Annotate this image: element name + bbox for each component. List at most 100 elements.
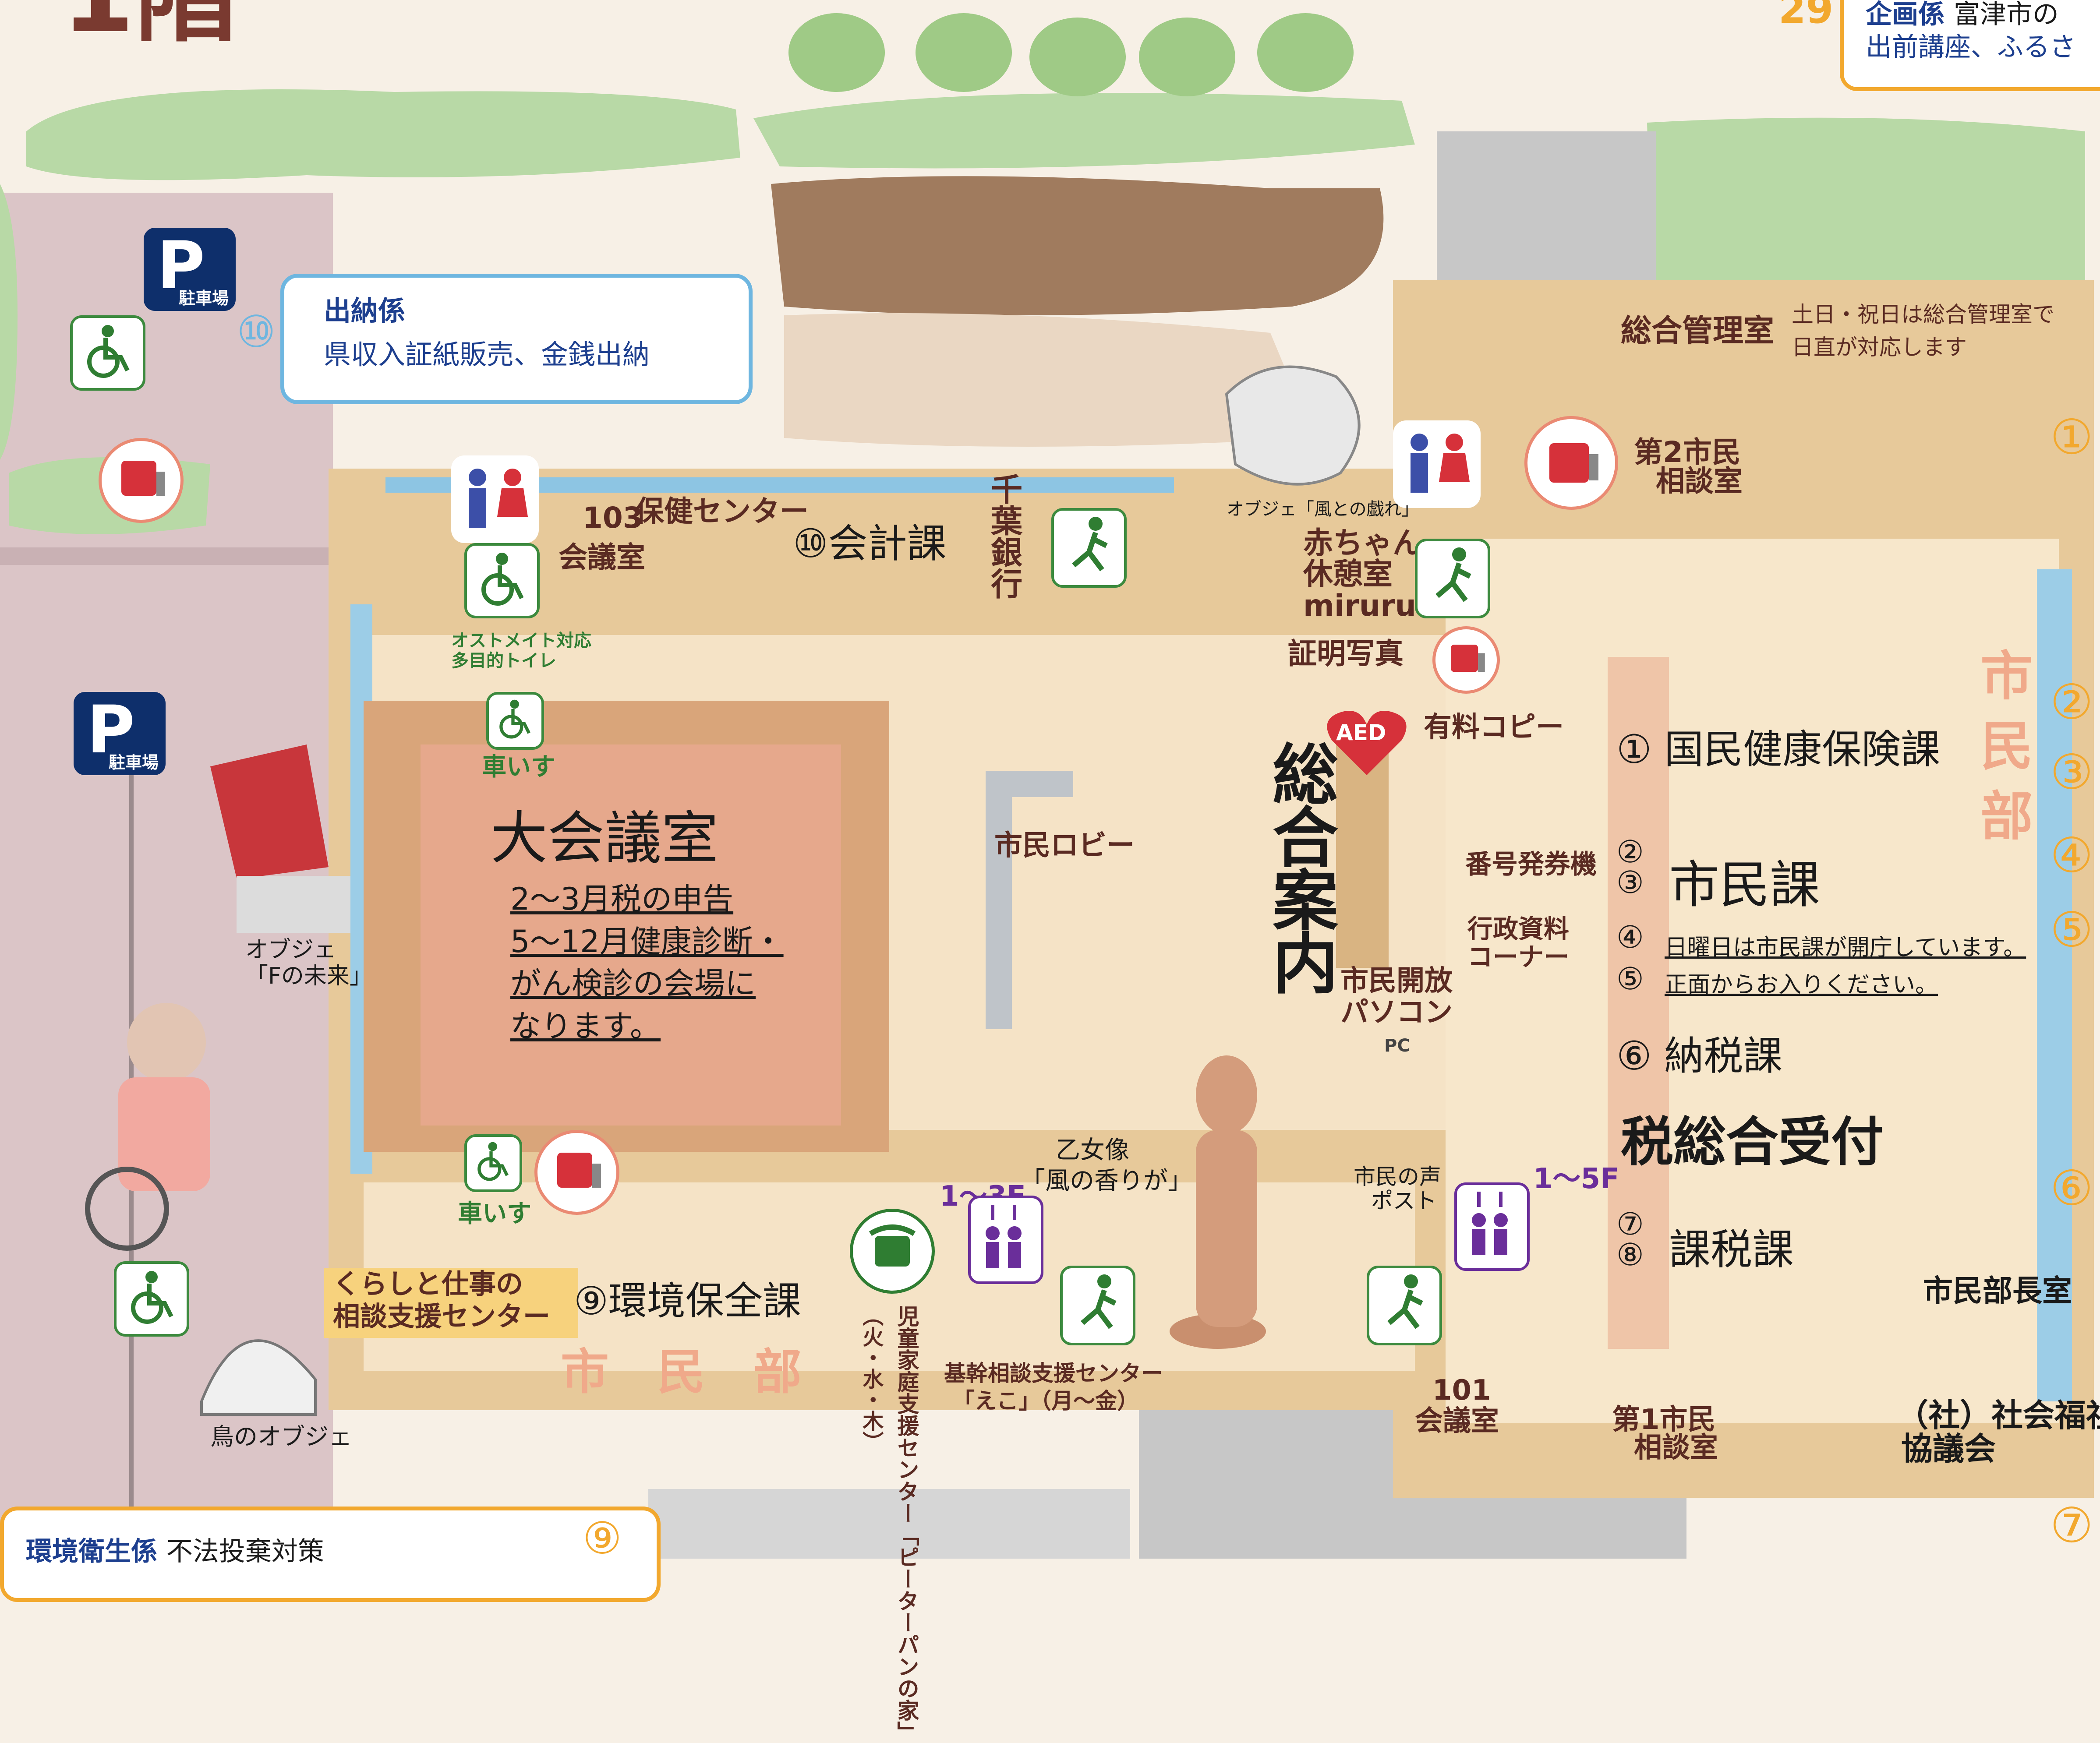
edge-number-3: ③ <box>2050 744 2093 800</box>
restroom-icon <box>1393 420 1481 508</box>
admin-docs-corner: 行政資料コーナー <box>1467 914 1570 972</box>
wheelchair-icon <box>464 543 540 618</box>
emergency-exit-icon <box>1367 1266 1442 1345</box>
section-2-3-citizen: 市民課 <box>1669 856 1821 914</box>
emergency-exit-icon <box>1060 1266 1135 1345</box>
paid-copy: 有料コピー <box>1424 711 1564 744</box>
stamp-vending-icon <box>1432 626 1500 694</box>
floor-heading: 1階 <box>61 0 240 55</box>
wheelchair-icon <box>114 1261 189 1337</box>
health-center: 保健センター <box>635 494 809 528</box>
emergency-exit-icon <box>1051 508 1127 588</box>
restroom-icon <box>451 455 539 543</box>
tax-reception: 税総合受付 <box>1621 1112 1884 1173</box>
dept-head-room: 市民部長室 <box>1923 1274 2072 1309</box>
planning-number: 29 <box>1778 0 1834 32</box>
edge-number-2: ② <box>2050 674 2093 730</box>
env-number: ⑨ <box>583 1513 622 1564</box>
general-mgmt-room: 総合管理室 <box>1621 313 1774 349</box>
phone-icon <box>850 1209 935 1294</box>
chiba-bank: 千葉銀行 <box>985 473 1022 599</box>
objet-bird-label: 鳥のオブジェ <box>210 1423 352 1450</box>
section-1-health-insurance: ① 国民健康保険課 <box>1616 727 1941 773</box>
statue-name: 「風の香りが」 <box>1021 1167 1192 1195</box>
cashier-info-box: 出納係 県収入証紙販売、金銭出納 <box>280 274 753 404</box>
emergency-exit-icon <box>1415 539 1490 618</box>
section-4-number: ④ <box>1616 919 1644 955</box>
cashier-number: ⑩ <box>237 306 276 357</box>
citizen-lobby: 市民ロビー <box>994 829 1135 862</box>
parking-sign-left: P 駐車場 <box>74 692 166 775</box>
cashier-body: 県収入証紙販売、金銭出納 <box>324 339 650 370</box>
conf-103-label: 会議室 <box>559 540 645 574</box>
general-mgmt-note-2: 日直が対応します <box>1792 335 1967 360</box>
cashier-title: 出納係 <box>324 295 406 327</box>
elevator-left-floors: 1〜3F <box>940 1182 1026 1210</box>
stamp-vending-icon <box>534 1130 619 1215</box>
social-welfare-council: （社）社会福祉協議会 <box>1897 1397 2100 1467</box>
edge-number-5: ⑤ <box>2050 902 2093 958</box>
elevator-icon <box>1454 1182 1530 1271</box>
conf-103-number: 103 <box>583 501 643 535</box>
edge-number-4: ④ <box>2050 827 2093 883</box>
parking-label: 駐車場 <box>109 753 159 772</box>
accounting-section: ⑩会計課 <box>793 521 947 567</box>
aed-icon <box>1323 701 1411 780</box>
planning-info-box: 企画係 富津市の 出前講座、ふるさ <box>1840 0 2100 91</box>
ticket-machine: 番号発券機 <box>1465 849 1597 880</box>
edge-number-6: ⑥ <box>2050 1160 2093 1216</box>
child-center-days: （火・水・木） <box>859 1305 884 1452</box>
stamp-vending-icon <box>1524 416 1618 510</box>
elevator-icon <box>968 1196 1043 1284</box>
env-info-box: 環境衛生係 不法投棄対策 <box>0 1507 661 1602</box>
info-desk: 総合案内 <box>1261 740 1338 992</box>
life-work-center: くらしと仕事の相談支援センター <box>333 1268 551 1333</box>
objet-wind-label: オブジェ「風との戯れ」 <box>1227 499 1419 519</box>
statue-label: 乙女像 <box>1056 1136 1129 1164</box>
map-background <box>0 13 2094 1559</box>
parking-mark: P <box>87 692 135 768</box>
section-7-8-taxation: 課税課 <box>1669 1226 1794 1274</box>
citizen-dept-side: 市民部 <box>1971 648 2032 858</box>
child-center: 児童家庭支援センター「ピーターパンの家」 <box>894 1305 919 1743</box>
parking-label: 駐車場 <box>179 289 229 308</box>
edge-number-7: ⑦ <box>2050 1497 2093 1553</box>
voice-post: 市民の声ポスト <box>1354 1164 1441 1214</box>
big-hall: 大会議室 <box>491 805 719 872</box>
planning-body: 出前講座、ふるさ <box>1866 32 2076 63</box>
consult-room-2: 第2市民相談室 <box>1634 435 1743 498</box>
wheelchair-icon <box>70 315 145 391</box>
ostomate-label: オストメイト対応多目的トイレ <box>451 631 591 671</box>
edge-number-1: ① <box>2050 409 2093 465</box>
stamp-vending-icon <box>99 438 184 523</box>
open-pc: 市民開放パソコン <box>1340 965 1453 1029</box>
wheelchair-icon <box>486 692 544 750</box>
env-box-text: 環境衛生係 不法投棄対策 <box>26 1536 324 1567</box>
wheelchair-label-bottom: 車いす <box>458 1200 531 1228</box>
section-6-tax-collection: ⑥ 納税課 <box>1616 1033 1783 1079</box>
env-section: ⑨環境保全課 <box>574 1278 801 1323</box>
aed-label: AED <box>1336 720 1386 745</box>
wheelchair-icon <box>464 1134 522 1192</box>
pc-label: PC <box>1384 1036 1410 1056</box>
elevator-right-floors: 1〜5F <box>1533 1165 1619 1193</box>
core-support-center: 基幹相談支援センター「えこ」（月〜金） <box>944 1361 1163 1414</box>
citizen-dept-bottom: 市 民 部 <box>561 1344 802 1400</box>
consult-room-1: 第1市民相談室 <box>1612 1404 1718 1464</box>
objet-future-label: オブジェ「Fの未来」 <box>245 937 372 989</box>
parking-mark: P <box>157 228 205 304</box>
section-5-number: ⑤ <box>1616 961 1644 997</box>
wheelchair-label-top: 車いす <box>482 753 555 781</box>
photo-booth: 証明写真 <box>1288 637 1404 670</box>
section-4-sunday: 日曜日は市民課が開庁しています。 <box>1665 935 2026 961</box>
life-work-bg <box>324 1268 578 1338</box>
parking-sign-top: P 駐車場 <box>144 228 236 311</box>
planning-title: 企画係 富津市の <box>1866 0 2059 30</box>
general-mgmt-note-1: 土日・祝日は総合管理室で <box>1792 302 2054 327</box>
